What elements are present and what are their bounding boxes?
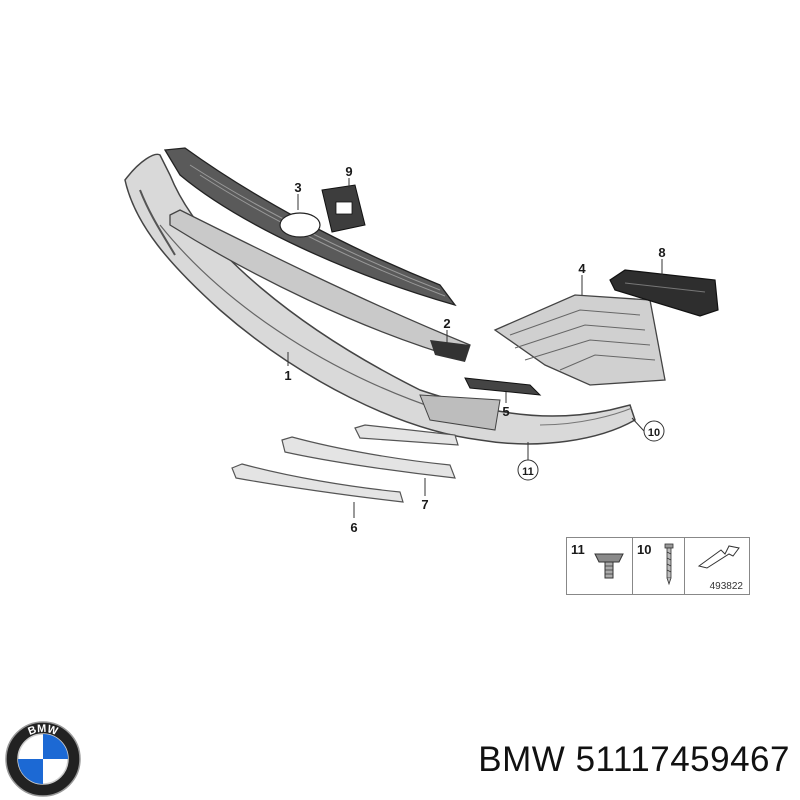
part-3-grille-insert: [163, 147, 457, 307]
part-8-side-cover: [609, 269, 719, 317]
orientation-arrow-icon: [697, 545, 740, 569]
callout-5: 5: [502, 404, 509, 419]
svg-text:BMW: BMW: [26, 723, 59, 738]
part-6-lower-chrome-strip: [231, 463, 404, 503]
callout-4: 4: [578, 261, 586, 276]
clip-nut-icon: [594, 553, 624, 579]
callout-3: 3: [294, 180, 301, 195]
legend-cell-diagram: 493822: [685, 538, 749, 594]
callout-10: 10: [648, 427, 660, 439]
part-4-side-grille: [493, 294, 666, 386]
part-5-small-insert: [464, 377, 542, 396]
callout-6: 6: [350, 520, 357, 535]
leader-lines: [287, 178, 663, 518]
callout-8: 8: [658, 245, 665, 260]
callout-7: 7: [421, 497, 428, 512]
callout-2: 2: [443, 316, 450, 331]
part-number: 51117459467: [575, 740, 790, 779]
callout-labels: 1 2 3 9 4 8 5 7 6 11 10: [284, 164, 665, 535]
brand-name: BMW: [478, 740, 566, 779]
callout-11: 11: [522, 466, 534, 478]
bmw-logo-icon: BMW: [5, 721, 81, 797]
part-1-bumper-trim: [124, 153, 636, 445]
part-2-upper-strip: [169, 209, 471, 362]
callout-9: 9: [345, 164, 352, 179]
callout-10-circle: [643, 420, 665, 442]
part-number-caption: BMW 51117459467: [478, 740, 790, 780]
legend-cell-10: 10: [633, 538, 685, 594]
callout-11-circle: [517, 459, 539, 481]
part-9-bracket: [321, 184, 366, 233]
diagram-number: 493822: [709, 581, 743, 592]
fastener-legend: 11 10 493822: [566, 537, 750, 595]
legend-number-11: 11: [571, 542, 585, 557]
callout-1: 1: [284, 368, 291, 383]
part-7-chrome-strip: [281, 424, 459, 479]
legend-number-10: 10: [637, 542, 652, 557]
screw-icon: [664, 543, 674, 586]
legend-cell-11: 11: [567, 538, 633, 594]
